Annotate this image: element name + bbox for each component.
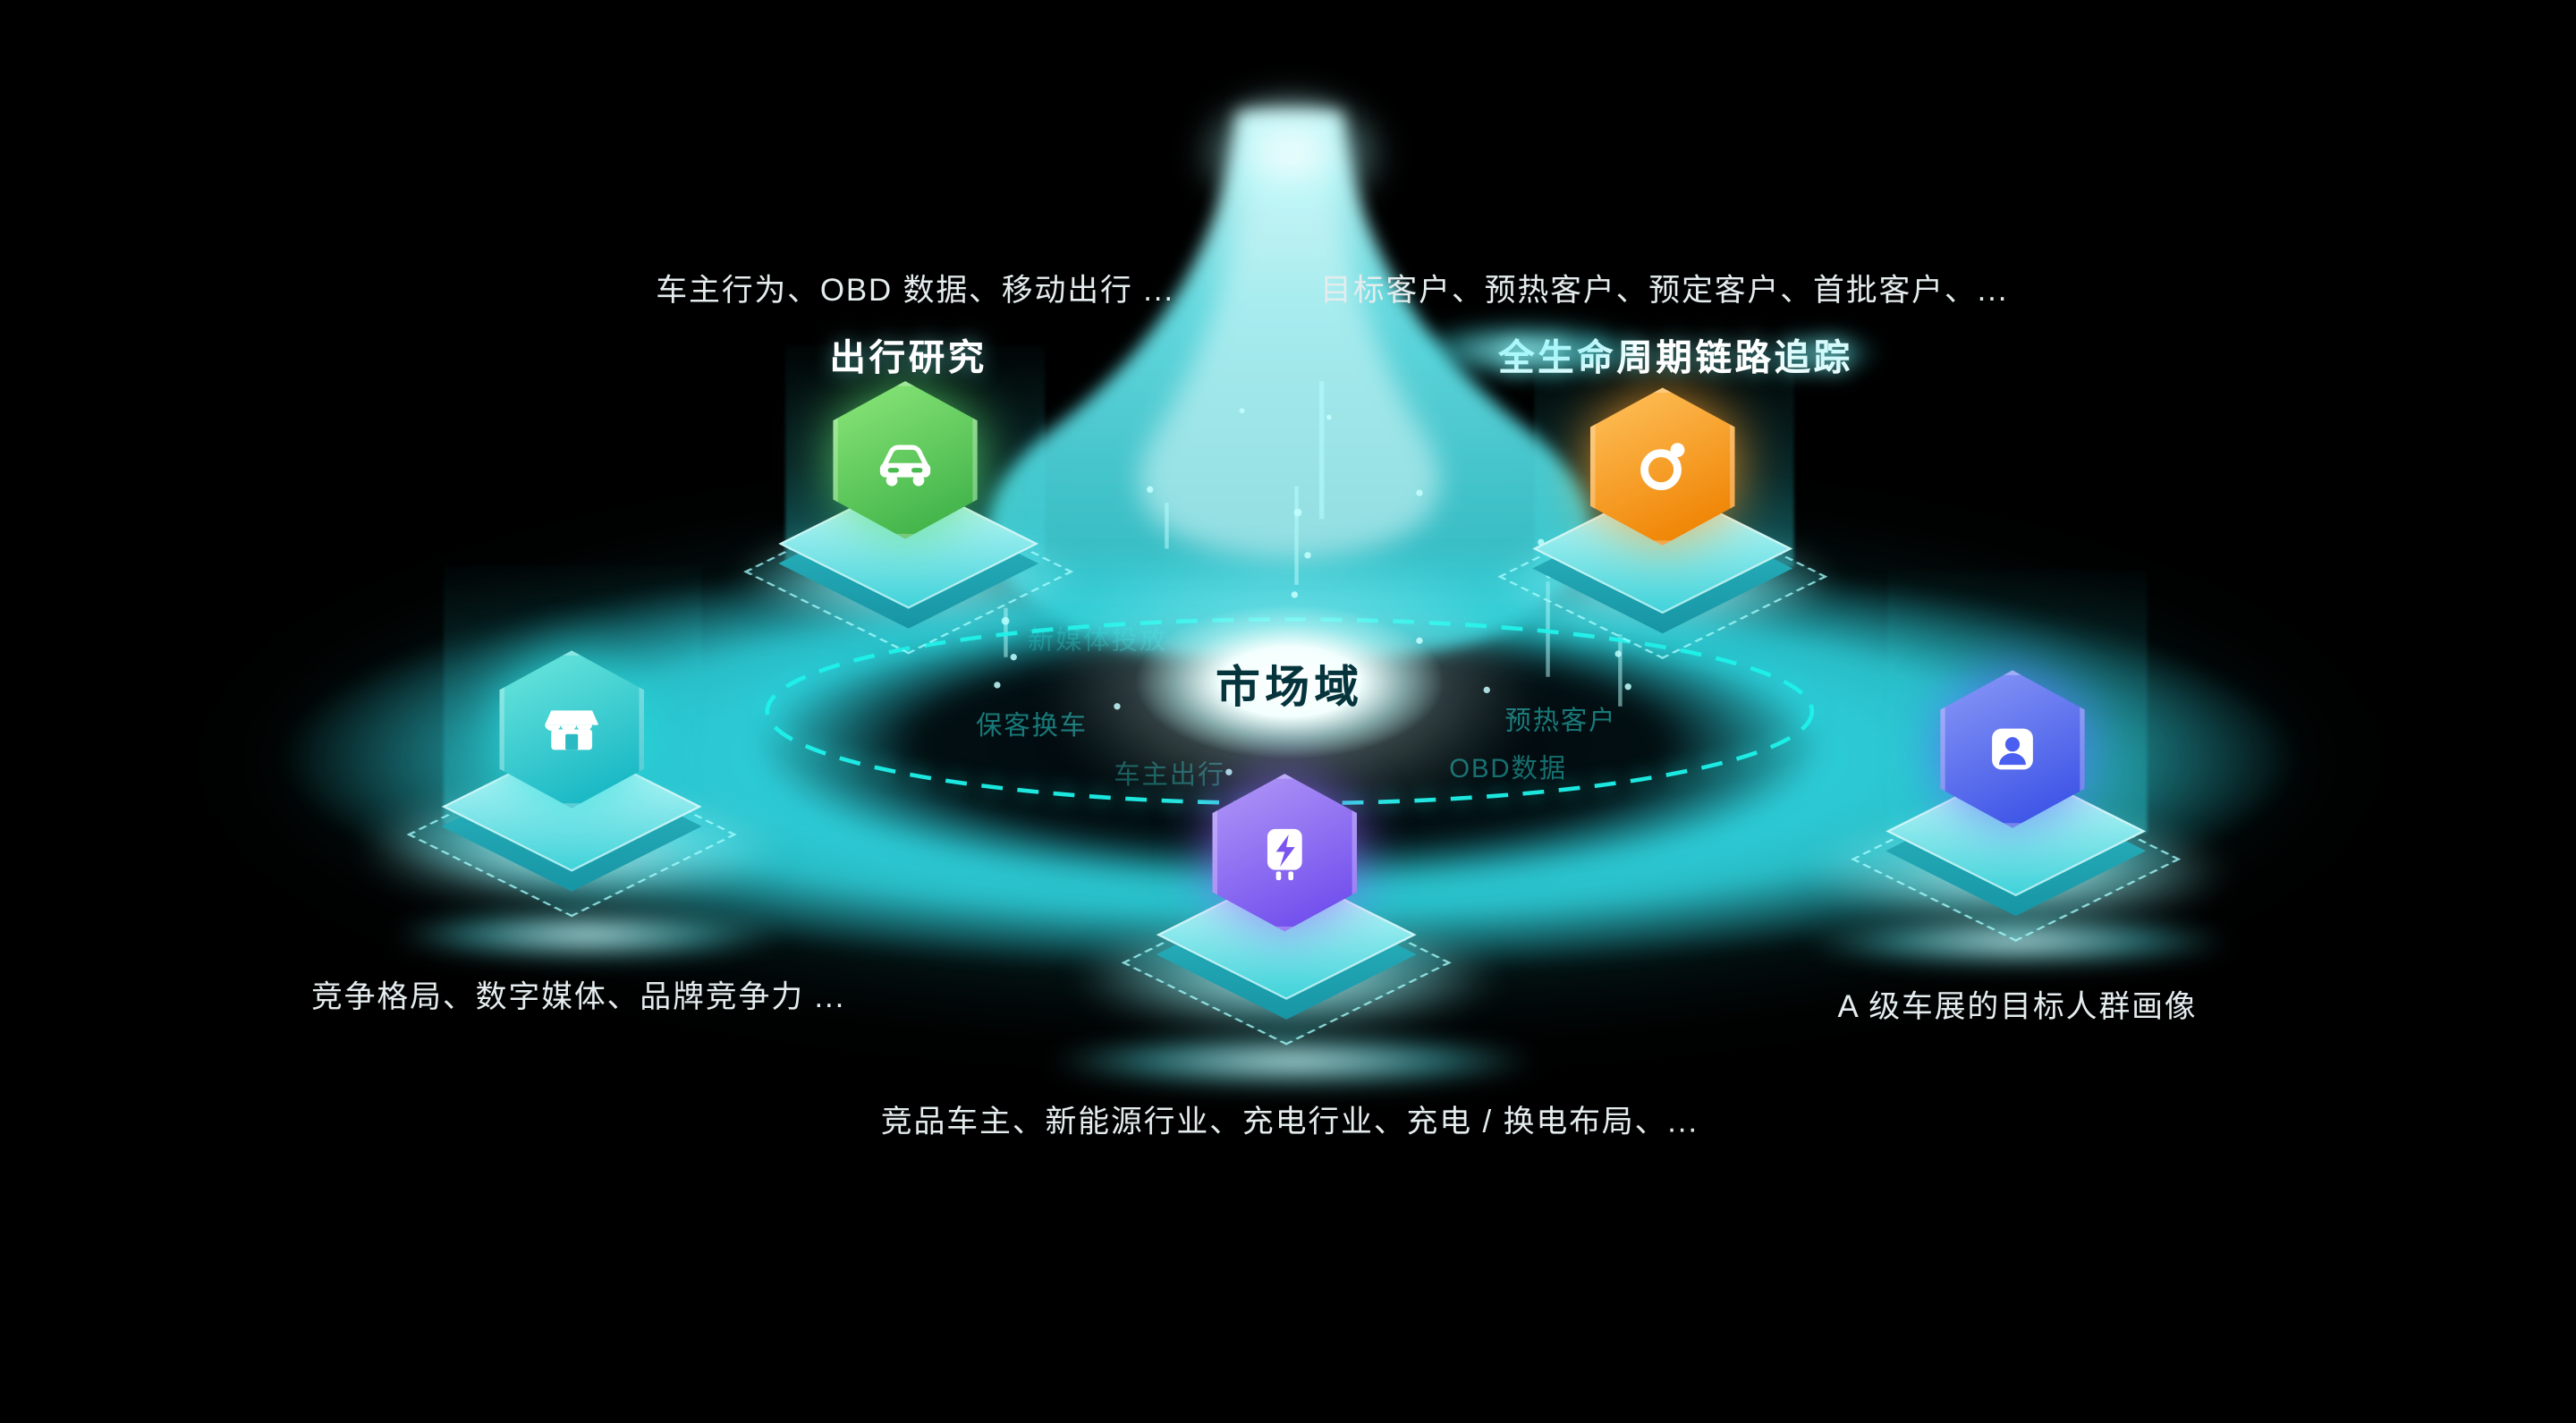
orbit-ring-icon xyxy=(1640,443,1685,491)
lifecycle-title-glow-right xyxy=(1766,330,1882,377)
car-icon xyxy=(879,445,931,487)
competition-caption: 竞争格局、数字媒体、品牌竞争力 ... xyxy=(310,980,846,1016)
lifecycle-title-glow xyxy=(1401,320,1648,380)
person-icon xyxy=(1992,728,2033,770)
charging-icon xyxy=(1267,828,1302,881)
storefront-icon xyxy=(545,710,599,750)
center-label: 市场域 xyxy=(1216,663,1364,713)
competition-title-glow-band xyxy=(391,910,785,960)
charging-caption: 竞品车主、新能源行业、充电行业、充电 / 换电布局、... xyxy=(880,1105,1699,1140)
charging-title-glow-band xyxy=(1046,1035,1540,1088)
travel-caption: 车主行为、OBD 数据、移动出行 ... xyxy=(656,274,1174,309)
center-blob xyxy=(1135,604,1445,759)
competition-hex-face xyxy=(499,650,644,809)
lifecycle-caption: 目标客户、预热客户、预定客户、首批客户、... xyxy=(1319,274,2009,309)
vortex-tip-glow xyxy=(1191,85,1392,224)
audience-hex-face xyxy=(1940,670,2085,828)
audience-caption: A 级车展的目标人群画像 xyxy=(1837,990,2198,1026)
travel-title: 出行研究 xyxy=(829,336,987,378)
